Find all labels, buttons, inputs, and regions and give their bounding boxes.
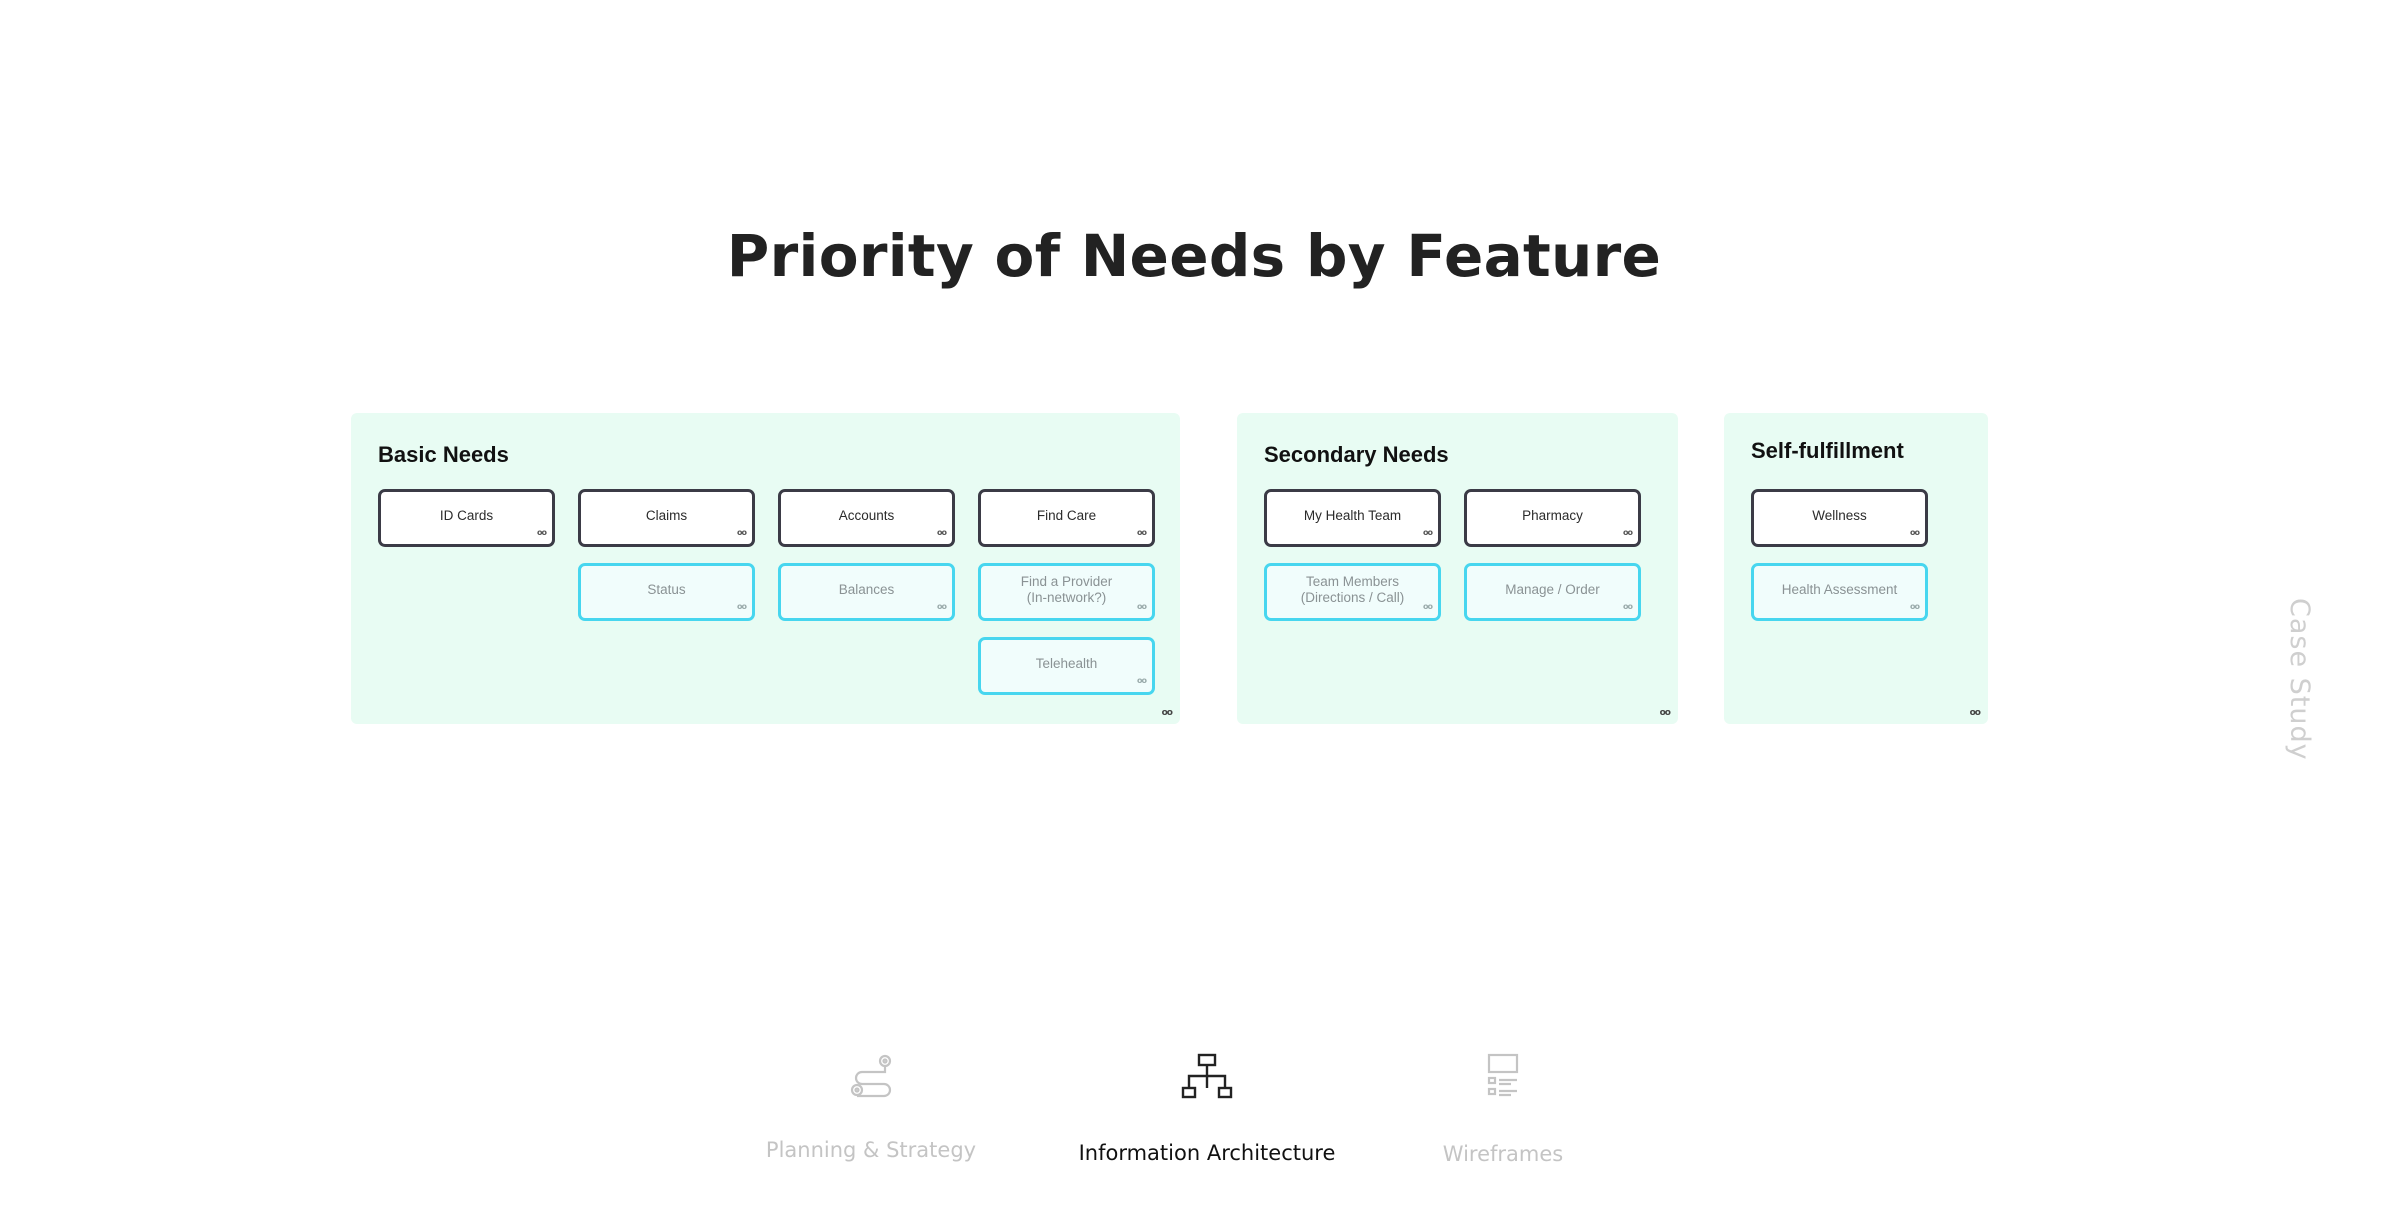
- card-link-icon: oo: [1910, 528, 1920, 537]
- card-link-icon: oo: [1623, 528, 1633, 537]
- group-title: Self-fulfillment: [1751, 438, 1904, 463]
- card-telehealth[interactable]: Telehealth oo: [978, 637, 1155, 695]
- card-label: Claims: [645, 508, 688, 523]
- nav-wireframes[interactable]: Wireframes: [1353, 1050, 1653, 1166]
- group-secondary-needs: Secondary Needs My Health Team oo Pharma…: [1237, 413, 1678, 724]
- card-link-icon: oo: [937, 602, 947, 611]
- card-label: Accounts: [838, 508, 895, 523]
- sitemap-icon: [1181, 1053, 1233, 1099]
- card-label: Find a Provider (In-network?): [1020, 574, 1113, 605]
- card-link-icon: oo: [537, 528, 547, 537]
- nav-label: Planning & Strategy: [765, 1138, 977, 1162]
- card-link-icon: oo: [1137, 528, 1147, 537]
- card-link-icon: oo: [1910, 602, 1920, 611]
- group-self-fulfillment: Self-fulfillment Wellness oo Health Asse…: [1724, 413, 1988, 724]
- nav-planning-strategy[interactable]: Planning & Strategy: [721, 1050, 1021, 1162]
- group-link-icon: oo: [1659, 708, 1671, 718]
- group-link-icon: oo: [1161, 708, 1173, 718]
- card-label: Wellness: [1812, 508, 1867, 523]
- card-label: My Health Team: [1303, 508, 1402, 523]
- card-manage-order[interactable]: Manage / Order oo: [1464, 563, 1641, 621]
- card-label: Health Assessment: [1781, 582, 1898, 597]
- nav-information-architecture[interactable]: Information Architecture: [1057, 1050, 1357, 1165]
- card-team-members[interactable]: Team Members (Directions / Call) oo: [1264, 563, 1441, 621]
- group-basic-needs: Basic Needs ID Cards oo Claims oo Accoun…: [351, 413, 1180, 724]
- card-claims[interactable]: Claims oo: [578, 489, 755, 547]
- card-label: Telehealth: [1035, 656, 1098, 671]
- card-accounts[interactable]: Accounts oo: [778, 489, 955, 547]
- card-label: ID Cards: [439, 508, 494, 523]
- group-title: Basic Needs: [378, 442, 509, 467]
- card-link-icon: oo: [1623, 602, 1633, 611]
- card-health-assessment[interactable]: Health Assessment oo: [1751, 563, 1928, 621]
- card-link-icon: oo: [937, 528, 947, 537]
- card-label: Manage / Order: [1505, 582, 1600, 597]
- card-balances[interactable]: Balances oo: [778, 563, 955, 621]
- card-label: Status: [647, 582, 686, 597]
- card-link-icon: oo: [1137, 676, 1147, 685]
- card-label: Balances: [838, 582, 895, 597]
- card-link-icon: oo: [1423, 528, 1433, 537]
- card-find-care[interactable]: Find Care oo: [978, 489, 1155, 547]
- card-pharmacy[interactable]: Pharmacy oo: [1464, 489, 1641, 547]
- card-id-cards[interactable]: ID Cards oo: [378, 489, 555, 547]
- card-label: Find Care: [1036, 508, 1097, 523]
- case-study-side-label: Case Study: [2284, 598, 2315, 761]
- card-link-icon: oo: [1423, 602, 1433, 611]
- card-link-icon: oo: [1137, 602, 1147, 611]
- wireframe-icon: [1487, 1053, 1519, 1097]
- card-label: Team Members (Directions / Call): [1300, 574, 1405, 605]
- nav-label: Wireframes: [1442, 1142, 1564, 1166]
- card-wellness[interactable]: Wellness oo: [1751, 489, 1928, 547]
- card-status[interactable]: Status oo: [578, 563, 755, 621]
- card-link-icon: oo: [737, 528, 747, 537]
- group-link-icon: oo: [1969, 708, 1981, 718]
- card-link-icon: oo: [737, 602, 747, 611]
- group-title: Secondary Needs: [1264, 442, 1449, 467]
- nav-label: Information Architecture: [1078, 1141, 1336, 1165]
- card-my-health-team[interactable]: My Health Team oo: [1264, 489, 1441, 547]
- page-title: Priority of Needs by Feature: [726, 222, 1662, 290]
- card-label: Pharmacy: [1522, 508, 1583, 523]
- route-map-icon: [850, 1054, 892, 1098]
- card-find-a-provider[interactable]: Find a Provider (In-network?) oo: [978, 563, 1155, 621]
